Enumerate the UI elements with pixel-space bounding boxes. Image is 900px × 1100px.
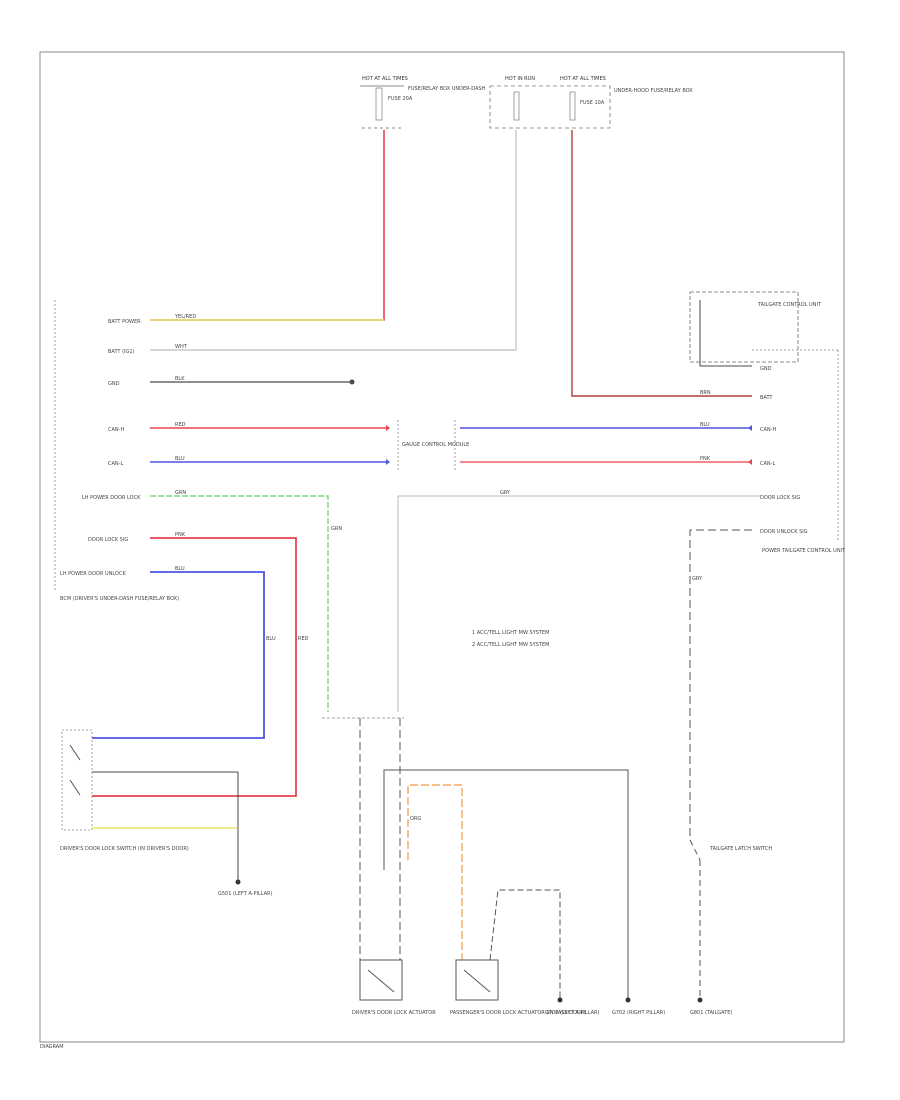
wire-tailgate-switch: [689, 529, 752, 840]
label-can-h: CAN-H: [108, 427, 124, 433]
wire-orange: [407, 784, 463, 960]
fuse-icon: [375, 87, 383, 121]
source-left-name: HOT AT ALL TIMES: [362, 76, 408, 82]
top-source-left: HOT AT ALL TIMES FUSE 20A FUSE/RELAY BOX…: [360, 76, 486, 129]
tailgate-module-name: TAILGATE CONTROL UNIT: [757, 302, 822, 308]
actuator-1-label: DRIVER'S DOOR LOCK ACTUATOR: [352, 1010, 436, 1016]
arrow-icon: [748, 425, 752, 431]
gateway-module: GAUGE CONTROL MODULE: [397, 420, 469, 470]
pin-can-h: CAN-H: [760, 427, 776, 433]
arrow-icon: [748, 459, 752, 465]
wire-tag: PNK: [175, 532, 186, 538]
tailgate-side-label: POWER TAILGATE CONTROL UNIT: [762, 548, 846, 554]
wire-tag: RED: [298, 636, 309, 642]
ground-icon: [235, 879, 241, 885]
fuse-icon: [569, 91, 576, 121]
switch-contact-icon: [69, 744, 81, 796]
wire-tag: GRY: [500, 490, 511, 496]
wire-lock-sig-red: [92, 537, 297, 797]
wire-tag: BRN: [700, 390, 711, 396]
wire-ig1-white: [150, 130, 517, 351]
wire-tag: RED: [175, 422, 186, 428]
source-right-desc: UNDER-HOOD FUSE/RELAY BOX: [614, 88, 693, 94]
wire-tag: GRN: [175, 490, 186, 496]
actuator-2-label: PASSENGER'S DOOR LOCK ACTUATOR (IN PASS …: [450, 1010, 586, 1016]
actuator-switch-icon: [367, 969, 395, 993]
wire-lock-green: [150, 495, 329, 712]
pin-batt: BATT: [760, 395, 773, 401]
tailgate-module-box: [689, 291, 799, 363]
label-batt-power: BATT POWER: [108, 319, 141, 325]
wire-door-lock-gray: [397, 495, 760, 712]
wire-tag: WHT: [175, 344, 188, 350]
wire-actuator-ground: [489, 889, 561, 1000]
wire-tag: GRY: [692, 576, 703, 582]
pin-gnd: GND: [760, 366, 772, 372]
wire-module-gnd: [699, 300, 752, 367]
label-gnd: GND: [108, 381, 120, 387]
bcm-name: BCM (DRIVER'S UNDER-DASH FUSE/RELAY BOX): [60, 596, 179, 602]
ground-label-g3: G801 (TAILGATE): [690, 1010, 732, 1016]
tailgate-control-unit: TAILGATE CONTROL UNIT GND BATT CAN-H CAN…: [689, 291, 846, 554]
footer-code: DIAGRAM: [40, 1044, 64, 1050]
gateway-name: GAUGE CONTROL MODULE: [402, 442, 469, 448]
tailgate-switch-label: TAILGATE LATCH SWITCH: [709, 846, 772, 852]
wire-tag: BLU: [700, 422, 710, 428]
ground-icon: [697, 997, 703, 1003]
fuse-icon: [513, 91, 520, 121]
label-batt-ig1: BATT (IG1): [108, 349, 135, 355]
pin-unlock: DOOR UNLOCK SIG: [760, 529, 808, 535]
legend-line-1: 1 ACC/TELL LIGHT MW SYSTEM: [472, 630, 549, 636]
source-left-fuse: FUSE 20A: [388, 96, 413, 102]
driver-actuator-box: [359, 959, 403, 1001]
diagram-frame: [39, 51, 845, 1043]
source-mid-name: HOT IN RUN: [505, 76, 535, 82]
label-lh-unlock: LH POWER DOOR UNLOCK: [60, 571, 126, 577]
left-ground-label: G501 (LEFT A-PILLAR): [218, 891, 273, 897]
wire-tailgate-ground: [689, 839, 701, 1000]
ground-label-g1: G701 (LEFT A-PILLAR): [545, 1010, 600, 1016]
ground-label-g2: G702 (RIGHT PILLAR): [612, 1010, 665, 1016]
wire-loop-gray: [383, 769, 629, 1000]
arrow-icon: [386, 425, 390, 431]
label-can-l: CAN-L: [108, 461, 123, 467]
wire-tag: YEL/RED: [174, 314, 196, 320]
ground-icon: [625, 997, 631, 1003]
passenger-actuator-box: [455, 959, 499, 1001]
wire-tag: ORG: [410, 816, 421, 822]
actuator-switch-icon: [463, 969, 491, 993]
wire-tag: BLU: [175, 456, 185, 462]
switch-outline: [61, 729, 93, 831]
wire-tag: GRN: [331, 526, 342, 532]
arrow-icon: [386, 459, 390, 465]
pin-can-l: CAN-L: [760, 461, 775, 467]
wire-tag: PNK: [700, 456, 711, 462]
ground-icon: [557, 997, 563, 1003]
ground-point-icon: [349, 379, 355, 385]
pin-lock: DOOR LOCK SIG: [760, 495, 800, 501]
fuse-box-outline: [489, 85, 611, 129]
wire-unlock-blue: [92, 571, 265, 739]
wire-tag: BLK: [175, 376, 185, 382]
label-lh-lock: LH POWER DOOR LOCK: [82, 495, 141, 501]
wire-batt-darkred: [571, 130, 752, 397]
source-right-name: HOT AT ALL TIMES: [560, 76, 606, 82]
top-source-right: HOT IN RUN HOT AT ALL TIMES FUSE 10A UND…: [489, 76, 693, 129]
legend-line-2: 2 ACC/TELL LIGHT MW SYSTEM: [472, 642, 549, 648]
source-left-desc: FUSE/RELAY BOX UNDER-DASH: [408, 86, 486, 92]
left-switch-label: DRIVER'S DOOR LOCK SWITCH (IN DRIVER'S D…: [60, 846, 189, 852]
wire-tag: BLU: [175, 566, 185, 572]
source-right-fuse: FUSE 10A: [580, 100, 605, 106]
wire-tag: BLU: [266, 636, 276, 642]
label-lock-sig: DOOR LOCK SIG: [88, 537, 128, 543]
wire-batt-power-red: [150, 130, 385, 321]
driver-door-lock-switch: DRIVER'S DOOR LOCK SWITCH (IN DRIVER'S D…: [60, 729, 273, 897]
legend: 1 ACC/TELL LIGHT MW SYSTEM 2 ACC/TELL LI…: [472, 630, 549, 648]
